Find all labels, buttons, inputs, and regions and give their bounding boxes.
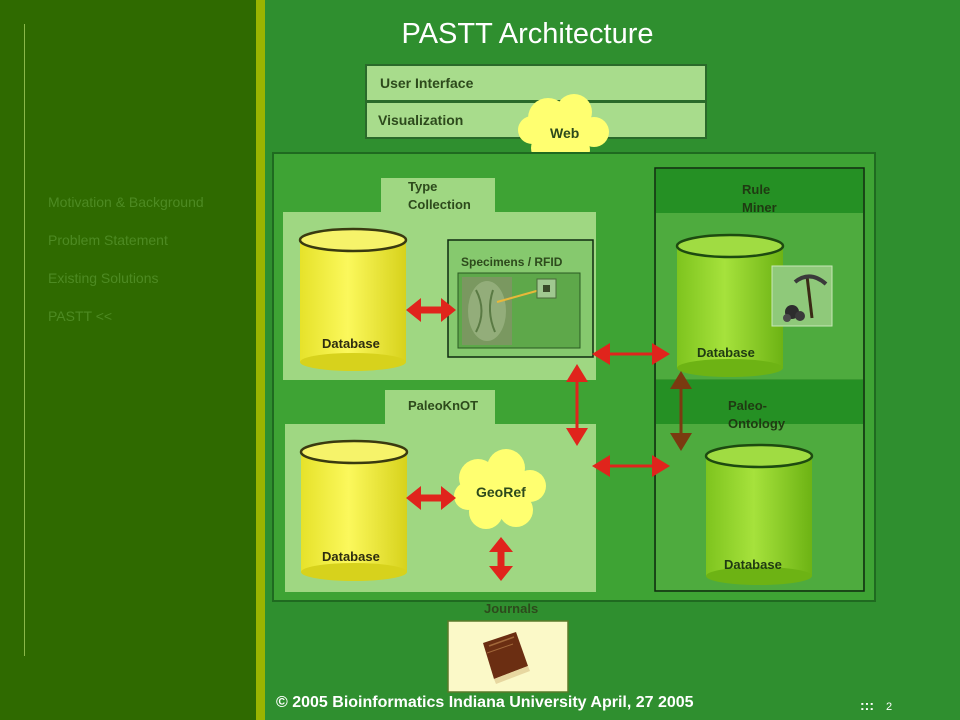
type-collection-db-label: Database [322, 336, 380, 351]
sidebar: Motivation & Background Problem Statemen… [0, 0, 256, 720]
georef-cloud-icon [454, 449, 546, 529]
rule-miner-database [675, 233, 785, 377]
arrow-db-to-georef [406, 486, 456, 510]
nav-item-problem[interactable]: Problem Statement [48, 232, 168, 248]
book-icon [483, 632, 530, 684]
web-label: Web [550, 125, 579, 141]
type-collection-label-1: Type [408, 179, 437, 194]
nav-item-existing[interactable]: Existing Solutions [48, 270, 159, 286]
sidebar-divider [24, 24, 25, 656]
footer-dots: ::: [860, 697, 874, 713]
paleo-ontology-label-1: Paleo- [728, 398, 767, 413]
rfid-chip-icon [536, 278, 557, 299]
arrow-type-to-paleoknot [566, 364, 588, 446]
nav-item-motivation[interactable]: Motivation & Background [48, 194, 204, 210]
paleoknot-db-label: Database [322, 549, 380, 564]
rfid-link [496, 289, 541, 303]
rule-miner-label-1: Rule [742, 182, 770, 197]
arrow-db-to-specimens [406, 298, 456, 322]
paleo-ontology-db-label: Database [724, 557, 782, 572]
paleoknot-database [299, 439, 409, 581]
paleoknot-label: PaleoKnOT [408, 398, 478, 413]
rule-miner-label-2: Miner [742, 200, 777, 215]
journals-label: Journals [484, 601, 538, 616]
pickaxe-icon [771, 265, 833, 327]
page-number: 2 [886, 701, 893, 713]
arrow-georef-to-journals [489, 537, 513, 581]
rule-miner-header [656, 169, 863, 213]
paleo-ontology-database [704, 443, 814, 585]
type-collection-label-2: Collection [408, 197, 471, 212]
visualization-label: Visualization [378, 112, 463, 128]
arrow-paleoknot-to-ontology [592, 455, 670, 477]
type-collection-tab [381, 178, 495, 214]
accent-bar [256, 0, 265, 720]
paleo-ontology-label-2: Ontology [728, 416, 786, 431]
georef-label: GeoRef [476, 484, 526, 500]
arrow-type-to-rule-miner [592, 343, 670, 365]
specimen-fossil-icon [462, 277, 512, 345]
nav-item-pastt[interactable]: PASTT << [48, 308, 113, 324]
specimens-label: Specimens / RFID [461, 255, 563, 269]
slide-footer: © 2005 Bioinformatics Indiana University… [276, 694, 694, 711]
rule-miner-db-label: Database [697, 345, 755, 360]
user-interface-label: User Interface [380, 75, 474, 91]
slide-nav: Motivation & Background Problem Statemen… [48, 193, 248, 345]
arrow-rule-miner-to-ontology [670, 371, 692, 451]
type-collection-database [298, 227, 408, 371]
slide-title: PASTT Architecture [401, 18, 654, 50]
paleoknot-tab [385, 390, 495, 426]
